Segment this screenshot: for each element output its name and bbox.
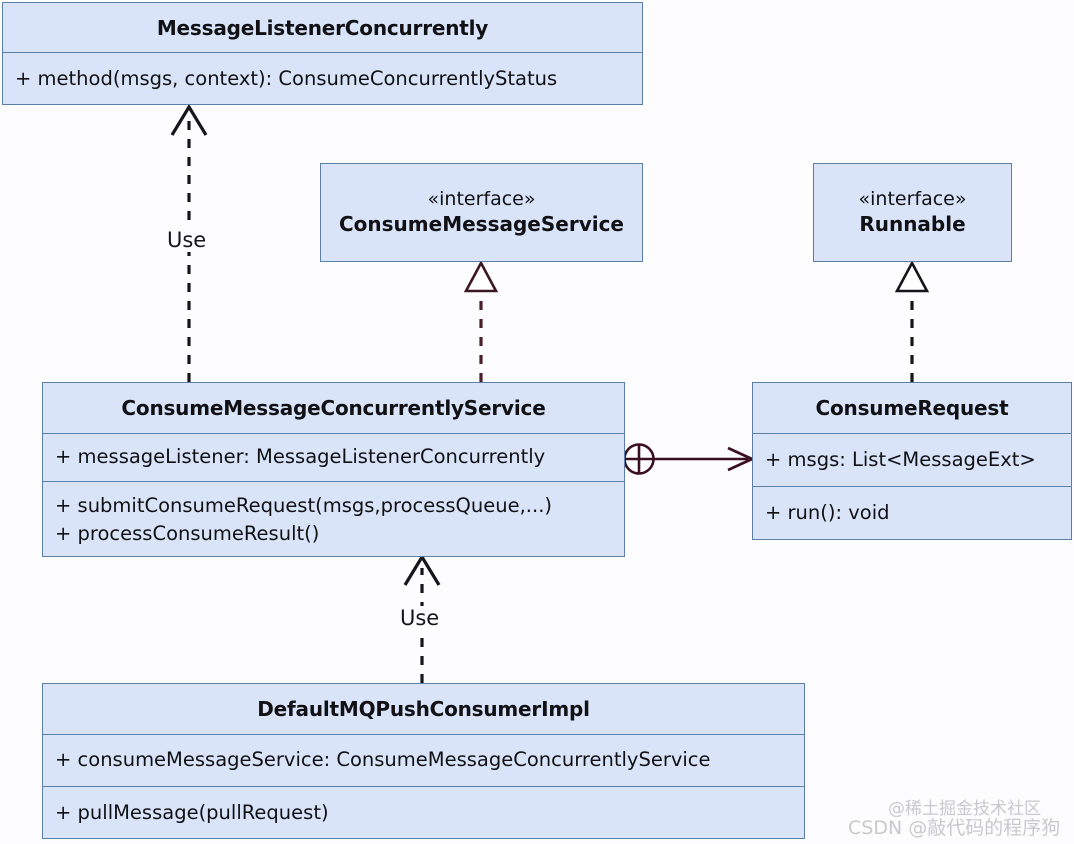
containment-consume-request — [623, 443, 756, 475]
class-operation: + pullMessage(pullRequest) — [55, 801, 329, 825]
interface-stereotype: «interface» — [858, 188, 967, 211]
class-name: MessageListenerConcurrently — [156, 15, 489, 40]
class-header: ConsumeRequest — [753, 383, 1071, 434]
realization-consume-message-service — [463, 260, 499, 382]
class-operations: + run(): void — [753, 487, 1071, 540]
class-name: ConsumeMessageService — [339, 211, 624, 236]
class-attributes: + msgs: List<MessageExt> — [753, 434, 1071, 487]
interface-stereotype: «interface» — [427, 188, 536, 211]
class-operations: + pullMessage(pullRequest) — [43, 787, 804, 840]
class-name: ConsumeMessageConcurrentlyService — [121, 396, 546, 420]
edge-label-use-service: Use — [397, 606, 443, 630]
class-box-consume-message-service[interactable]: «interface» ConsumeMessageService — [320, 163, 643, 262]
realization-runnable — [894, 260, 930, 382]
class-member: + method(msgs, context): ConsumeConcurre… — [15, 66, 558, 90]
class-attributes: + messageListener: MessageListenerConcur… — [43, 434, 624, 482]
edge-label-use-listener: Use — [164, 228, 210, 252]
class-header: ConsumeMessageConcurrentlyService — [43, 383, 624, 434]
class-operation: + processConsumeResult() — [55, 522, 320, 545]
class-operation: + submitConsumeRequest(msgs,processQueue… — [55, 493, 553, 517]
watermark-juejin: @稀土掘金技术社区 — [888, 799, 1041, 819]
class-header: «interface» ConsumeMessageService — [321, 164, 642, 261]
class-operation: + run(): void — [765, 501, 890, 525]
class-header: DefaultMQPushConsumerImpl — [43, 684, 804, 735]
class-box-consume-message-concurrently-service[interactable]: ConsumeMessageConcurrentlyService + mess… — [42, 382, 625, 557]
watermark-csdn: CSDN @敲代码的程序狗 — [848, 817, 1061, 839]
class-box-consume-request[interactable]: ConsumeRequest + msgs: List<MessageExt> … — [752, 382, 1072, 540]
class-name: Runnable — [859, 211, 966, 236]
class-box-message-listener-concurrently[interactable]: MessageListenerConcurrently + method(msg… — [2, 2, 643, 105]
class-attributes: + consumeMessageService: ConsumeMessageC… — [43, 735, 804, 787]
class-box-default-mq-push-consumer-impl[interactable]: DefaultMQPushConsumerImpl + consumeMessa… — [42, 683, 805, 839]
class-attribute: + messageListener: MessageListenerConcur… — [55, 445, 546, 469]
class-operations: + submitConsumeRequest(msgs,processQueue… — [43, 482, 624, 558]
class-members: + method(msgs, context): ConsumeConcurre… — [3, 53, 642, 105]
class-header: «interface» Runnable — [814, 164, 1011, 261]
class-name: DefaultMQPushConsumerImpl — [257, 697, 590, 721]
class-box-runnable[interactable]: «interface» Runnable — [813, 163, 1012, 262]
class-attribute: + consumeMessageService: ConsumeMessageC… — [55, 748, 711, 772]
class-name: ConsumeRequest — [815, 396, 1009, 420]
class-header: MessageListenerConcurrently — [3, 3, 642, 53]
class-attribute: + msgs: List<MessageExt> — [765, 447, 1036, 471]
